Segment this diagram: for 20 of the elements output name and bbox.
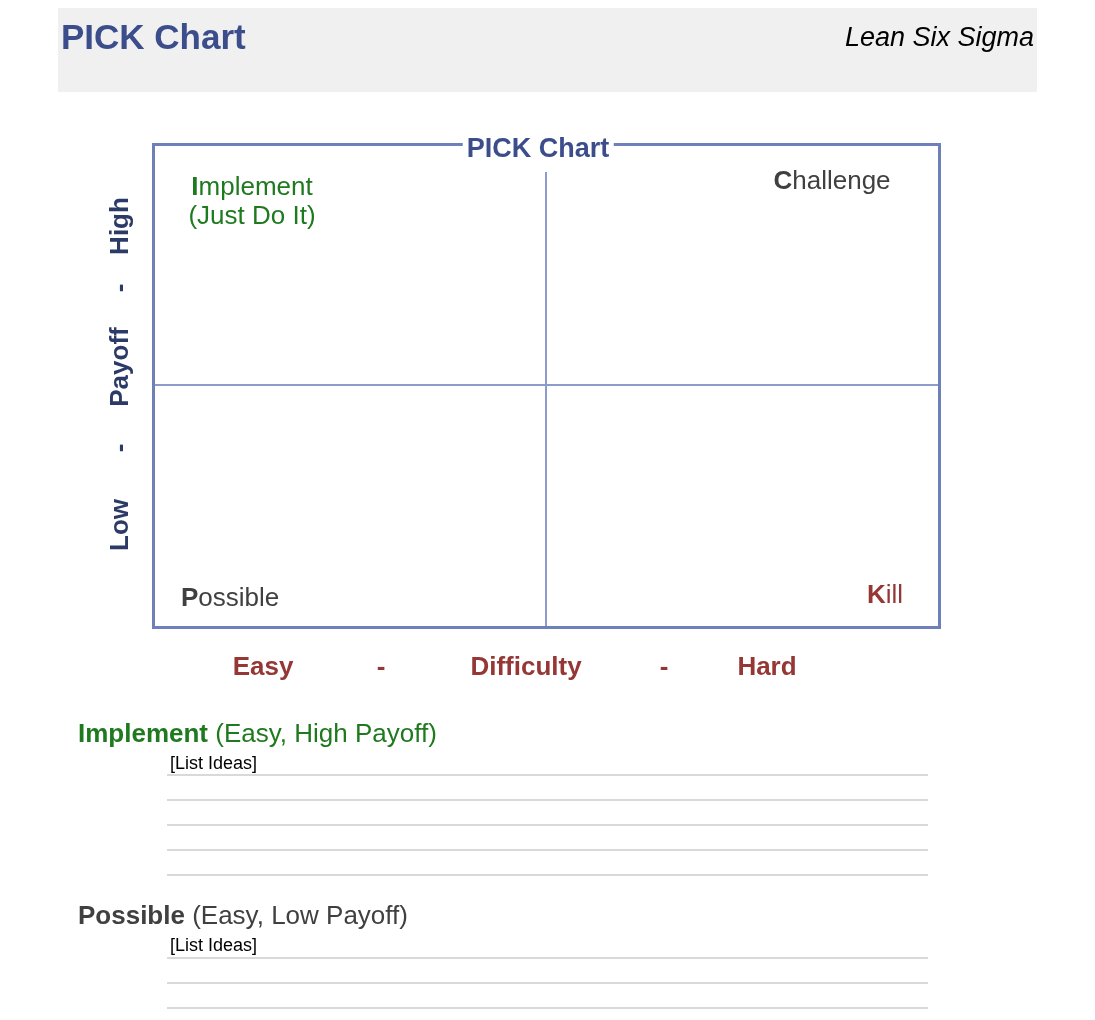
axis-label: - <box>376 652 386 682</box>
axis-label: - <box>105 283 135 293</box>
axis-label: Easy <box>232 652 294 682</box>
section-heading: Implement (Easy, High Payoff) <box>78 719 437 749</box>
quadrant-label: Possible <box>181 583 280 613</box>
axis-label: - <box>105 443 135 453</box>
quadrant-label: Challenge <box>773 166 891 196</box>
axis-label: Difficulty <box>470 652 582 682</box>
quadrant-label: Implement (Just Do It) <box>187 172 317 230</box>
quadrant-label: Kill <box>866 580 903 610</box>
placeholder-text: [List Ideas] <box>170 934 258 956</box>
subtitle: Lean Six Sigma <box>844 22 1034 54</box>
axis-label: - <box>659 652 669 682</box>
section-heading: Possible (Easy, Low Payoff) <box>78 901 408 931</box>
axis-label: Hard <box>737 652 797 682</box>
axis-label: Payoff <box>105 327 135 407</box>
page-title: PICK Chart <box>61 16 246 58</box>
placeholder-text: [List Ideas] <box>170 752 258 774</box>
axis-label: High <box>105 197 135 255</box>
axis-label: Low <box>105 499 135 551</box>
